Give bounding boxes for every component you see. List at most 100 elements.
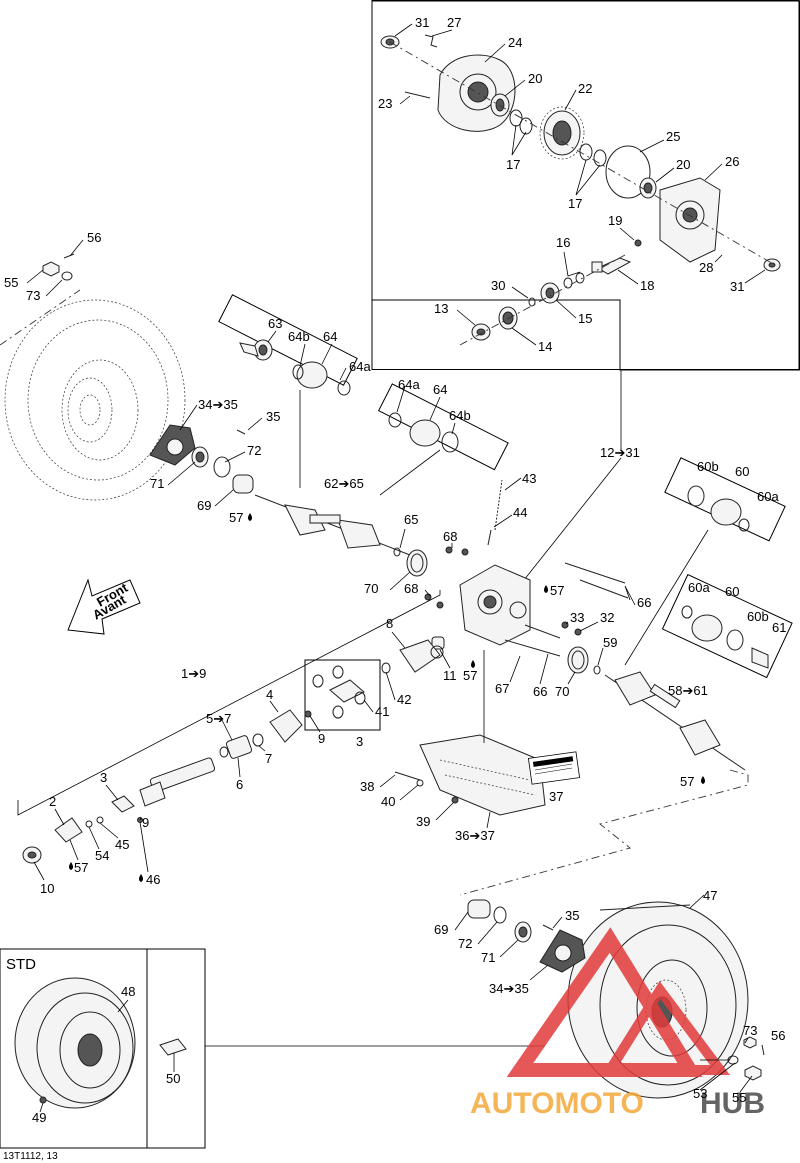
label-12: 12➔31 xyxy=(600,445,640,460)
label-62: 62➔65 xyxy=(324,476,364,491)
label-73a: 73 xyxy=(26,288,40,303)
label-67: 67 xyxy=(495,681,509,696)
label-69a: 69 xyxy=(197,498,211,513)
front-direction-arrow: Front Avant xyxy=(67,578,141,635)
std-label: STD xyxy=(6,956,36,973)
label-43: 43 xyxy=(522,471,536,486)
bearing-69 xyxy=(232,474,254,494)
label-16: 16 xyxy=(556,235,570,250)
label-68b: 68 xyxy=(404,581,418,596)
label-57a: 57 xyxy=(229,510,243,525)
label-57b: 57 xyxy=(550,583,564,598)
label-24: 24 xyxy=(508,35,522,50)
label-41: 41 xyxy=(375,704,389,719)
label-11: 11 xyxy=(443,668,457,683)
drawing-code: 13T1112, 13 xyxy=(3,1151,58,1162)
label-72a: 72 xyxy=(247,443,261,458)
label-60b2: 60b xyxy=(747,609,769,624)
label-56a: 56 xyxy=(87,230,101,245)
label-60a1: 60a xyxy=(757,489,779,504)
std-wheel-inset xyxy=(0,948,545,1149)
label-8: 8 xyxy=(386,616,393,631)
label-19to9: 1➔9 xyxy=(181,666,206,681)
label-35b: 35 xyxy=(565,908,579,923)
label-64a1x: 64a xyxy=(349,359,371,374)
label-39: 39 xyxy=(416,814,430,829)
oil-drop-icon xyxy=(139,874,143,882)
washer-73 xyxy=(61,271,73,281)
label-3a: 3 xyxy=(356,734,363,749)
label-33: 33 xyxy=(570,610,584,625)
differential-inset xyxy=(371,0,800,371)
label-14: 14 xyxy=(538,339,552,354)
oil-drop-icon xyxy=(471,660,475,668)
left-drive-shaft xyxy=(254,494,411,556)
label-38: 38 xyxy=(360,779,374,794)
label-10: 10 xyxy=(40,881,54,896)
label-27: 27 xyxy=(447,15,461,30)
nut-55 xyxy=(42,261,60,277)
oil-drop-icon xyxy=(701,776,705,784)
label-71a: 71 xyxy=(150,476,164,491)
watermark-logo: AUTOMOTO HUB xyxy=(470,927,765,1120)
label-34b: 34➔35 xyxy=(489,981,529,996)
label-17b: 17 xyxy=(568,196,582,211)
label-15: 15 xyxy=(578,311,592,326)
label-60b1: 60b xyxy=(697,459,719,474)
watermark-text-b: HUB xyxy=(700,1087,765,1120)
label-53: 53 xyxy=(693,1086,707,1101)
label-5to7: 5➔7 xyxy=(206,711,231,726)
label-72b: 72 xyxy=(458,936,472,951)
boot-64 xyxy=(296,361,328,389)
label-23: 23 xyxy=(378,96,392,111)
label-73b: 73 xyxy=(743,1023,757,1038)
label-31b: 31 xyxy=(730,279,744,294)
label-60a2: 60a xyxy=(688,580,710,595)
label-42: 42 xyxy=(397,692,411,707)
label-47: 47 xyxy=(703,888,717,903)
label-34a: 34➔35 xyxy=(198,397,238,412)
label-54: 54 xyxy=(95,848,109,863)
label-37: 37 xyxy=(549,789,563,804)
label-30: 30 xyxy=(491,278,505,293)
label-68a: 68 xyxy=(443,529,457,544)
label-9a: 9 xyxy=(318,731,325,746)
label-64c: 64 xyxy=(433,382,447,397)
left-wheel xyxy=(0,289,186,501)
label-22: 22 xyxy=(578,81,592,96)
label-7: 7 xyxy=(265,751,272,766)
label-56b: 56 xyxy=(771,1028,785,1043)
label-50: 50 xyxy=(166,1071,180,1086)
label-64a1: 64 xyxy=(323,329,337,344)
label-59: 59 xyxy=(603,635,617,650)
label-60c: 60 xyxy=(725,584,739,599)
label-6: 6 xyxy=(236,777,243,792)
watermark-text-a: AUTOMOTO xyxy=(470,1087,644,1120)
right-drive-shaft xyxy=(604,671,746,771)
label-26: 26 xyxy=(725,154,739,169)
label-45: 45 xyxy=(115,837,129,852)
label-25: 25 xyxy=(666,129,680,144)
oil-drop-icon xyxy=(544,585,548,593)
propeller-shaft xyxy=(22,639,444,864)
label-49: 49 xyxy=(32,1110,46,1125)
label-69b: 69 xyxy=(434,922,448,937)
label-2: 2 xyxy=(49,794,56,809)
oil-drop-icon xyxy=(248,513,252,521)
label-57e: 57 xyxy=(74,860,88,875)
label-28: 28 xyxy=(699,260,713,275)
label-46: 46 xyxy=(146,872,160,887)
oil-drop-icon xyxy=(69,862,73,870)
label-65: 65 xyxy=(404,512,418,527)
label-31a: 31 xyxy=(415,15,429,30)
label-60a: 60 xyxy=(735,464,749,479)
o-ring-25 xyxy=(605,145,651,199)
label-40: 40 xyxy=(381,794,395,809)
inset-border xyxy=(371,0,800,370)
leader-lines xyxy=(26,23,766,1113)
label-70b: 70 xyxy=(555,684,569,699)
label-19: 19 xyxy=(608,213,622,228)
label-18: 18 xyxy=(640,278,654,293)
label-64a2: 64a xyxy=(398,377,420,392)
